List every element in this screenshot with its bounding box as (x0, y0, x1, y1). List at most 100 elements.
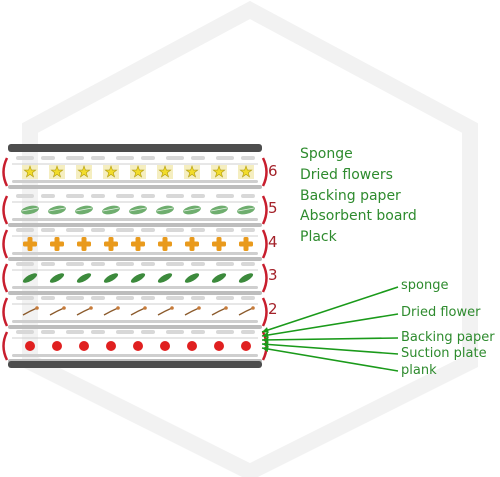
sponge-dash (166, 296, 184, 300)
sponge-dash (66, 228, 84, 232)
orange-cross-flower-arm (239, 241, 253, 247)
layer-number-6: 6 (268, 162, 278, 180)
green-leaf-icon (210, 205, 228, 215)
sponge-dash (241, 296, 255, 300)
dried-sprig-icon (211, 307, 227, 316)
dried-sprig-icon (157, 307, 173, 316)
yellow-star-flower-icon (212, 165, 226, 178)
green-pod-icon (211, 273, 227, 283)
layer-6 (2, 156, 268, 189)
sponge-dash (41, 194, 55, 198)
yellow-star-flower-icon (23, 165, 37, 178)
legend-top-4: Absorbent board (300, 208, 417, 224)
sponge-dash (166, 228, 184, 232)
dried-sprig-icon (76, 307, 92, 316)
right-bracket (261, 195, 268, 225)
legend-top-5: Plack (300, 229, 337, 245)
sponge-dash (216, 228, 234, 232)
sprig-bud (251, 306, 255, 310)
sponge-dash (66, 296, 84, 300)
pointer-arrow-2 (261, 313, 399, 337)
red-dot-flower-icon (214, 341, 224, 351)
leaf-vein (156, 207, 174, 212)
sponge-dash (216, 330, 234, 334)
green-pod-icon (103, 273, 119, 283)
legend-bottom-3: Backing paper (401, 330, 495, 345)
green-leaf-icon (237, 205, 255, 215)
red-dot-flower-icon (133, 341, 143, 351)
sponge-dash (191, 194, 205, 198)
sponge-dash (191, 330, 205, 334)
green-pod-icon (130, 273, 146, 283)
sponge-dash (141, 330, 155, 334)
green-leaf-icon (48, 205, 66, 215)
sponge-dash (166, 156, 184, 160)
arrow-head-icon (262, 346, 269, 353)
layer-5 (2, 194, 268, 227)
layer-number-3: 3 (268, 266, 278, 284)
sponge-dash (166, 194, 184, 198)
sponge-dash (216, 156, 234, 160)
pointer-arrow-4 (261, 343, 399, 355)
right-bracket (261, 229, 268, 259)
left-bracket (2, 195, 9, 225)
sponge-dash (66, 156, 84, 160)
legend-top-2: Dried flowers (300, 167, 393, 183)
dried-sprig-icon (184, 307, 200, 316)
orange-cross-flower-arm (104, 241, 118, 247)
absorbent-board-line (12, 354, 258, 357)
sprig-bud (143, 306, 147, 310)
green-leaf-icon (21, 205, 39, 215)
sponge-dash (141, 228, 155, 232)
absorbent-board-line (12, 180, 258, 183)
sponge-dash (41, 296, 55, 300)
legend-bottom-2: Dried flower (401, 305, 481, 320)
sponge-dash (216, 194, 234, 198)
legend-top-3: Backing paper (300, 188, 401, 204)
layer-4 (2, 228, 268, 261)
right-bracket (261, 297, 268, 327)
yellow-star-flower-icon (185, 165, 199, 178)
dried-sprig-icon (103, 307, 119, 316)
green-pod-icon (49, 273, 65, 283)
right-bracket (261, 157, 268, 187)
suction-plate (8, 223, 262, 227)
left-bracket (2, 157, 9, 187)
sponge-dash (66, 330, 84, 334)
green-leaf-icon (183, 205, 201, 215)
arrow-head-icon (262, 341, 269, 348)
orange-cross-flower-arm (50, 241, 64, 247)
sponge-dash (191, 296, 205, 300)
absorbent-board-line (12, 252, 258, 255)
sponge-dash (91, 194, 105, 198)
red-dot-flower-icon (79, 341, 89, 351)
legend-bottom-5: plank (401, 363, 437, 378)
arrow-head-icon (262, 332, 269, 338)
sponge-dash (241, 330, 255, 334)
legend-bottom-1: sponge (401, 278, 449, 293)
sponge-dash (66, 194, 84, 198)
sponge-dash (241, 194, 255, 198)
sponge-dash (191, 262, 205, 266)
sponge-dash (16, 330, 34, 334)
sponge-dash (116, 228, 134, 232)
sponge-dash (116, 156, 134, 160)
sponge-dash (141, 194, 155, 198)
green-leaf-icon (102, 205, 120, 215)
suction-plate (8, 325, 262, 329)
sponge-dash (116, 194, 134, 198)
sponge-dash (41, 262, 55, 266)
sponge-dash (91, 330, 105, 334)
sponge-dash (41, 330, 55, 334)
green-leaf-icon (156, 205, 174, 215)
yellow-star-flower-icon (239, 165, 253, 178)
leaf-vein (48, 207, 66, 212)
leaf-vein (237, 207, 255, 212)
leaf-vein (210, 207, 228, 212)
absorbent-board-line (12, 286, 258, 289)
sponge-dash (91, 228, 105, 232)
sprig-bud (170, 306, 174, 310)
orange-cross-flower-arm (131, 241, 145, 247)
pointer-arrow-5 (261, 347, 399, 372)
layer-number-4: 4 (268, 233, 278, 251)
